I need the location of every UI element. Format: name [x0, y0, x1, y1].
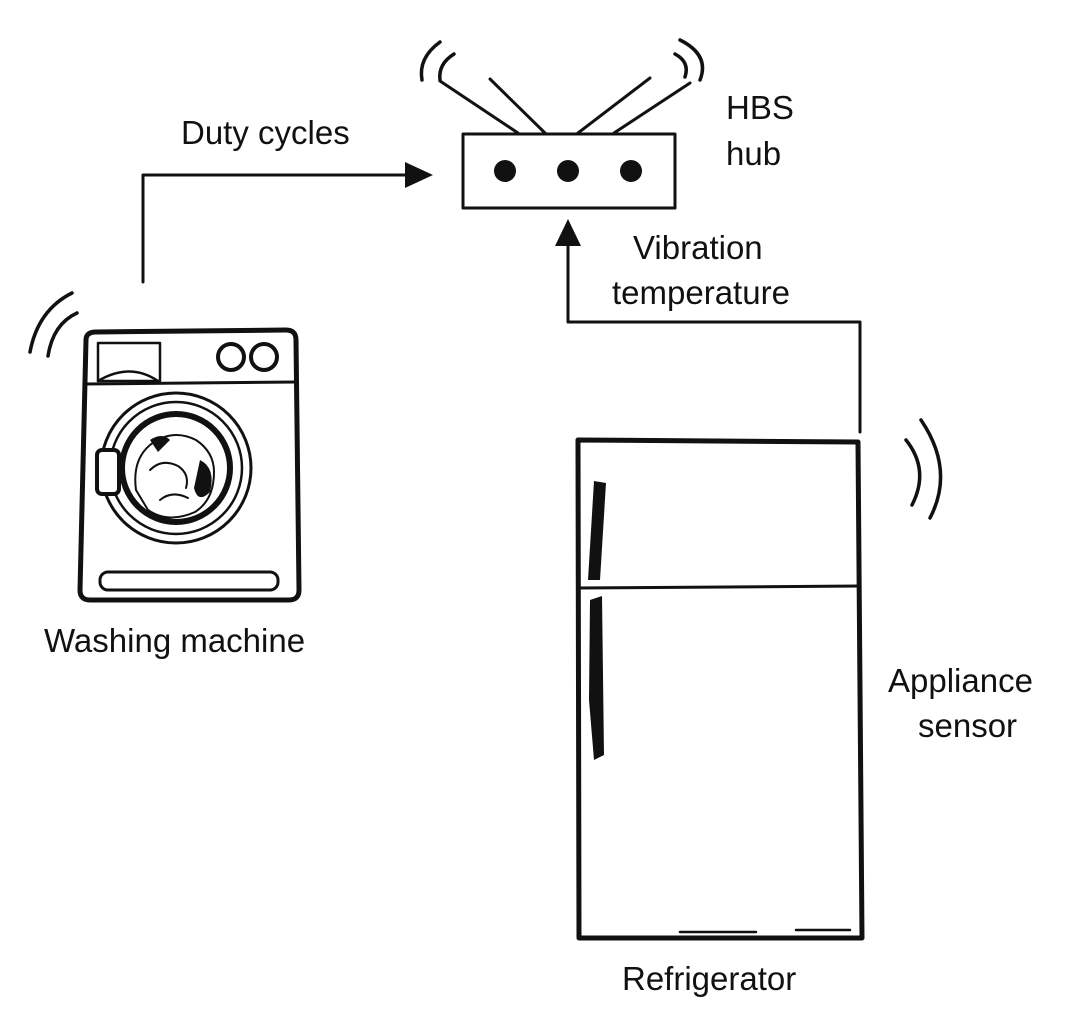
washing-machine-icon	[77, 327, 302, 603]
refrigerator-icon	[575, 437, 865, 941]
washing-machine-label: Washing machine	[44, 622, 305, 659]
appliance-sensor-label-line1: Appliance	[888, 662, 1033, 699]
refrigerator-label: Refrigerator	[622, 960, 796, 997]
hub-icon	[438, 76, 692, 210]
vibration-arrow	[555, 219, 862, 434]
vibration-label-line1: Vibration	[633, 229, 763, 266]
vibration-label-line2: temperature	[612, 274, 790, 311]
washer-wireless-icon	[28, 291, 79, 358]
hub-label-line1: HBS	[726, 89, 794, 126]
hub-wireless-left-icon	[419, 40, 456, 82]
duty-cycles-arrow	[141, 162, 433, 284]
hub-wireless-right-icon	[673, 38, 705, 82]
duty-cycles-label: Duty cycles	[181, 114, 350, 151]
hub-label-line2: hub	[726, 135, 781, 172]
fridge-wireless-icon	[904, 418, 943, 520]
appliance-sensor-label-line2: sensor	[918, 707, 1017, 744]
